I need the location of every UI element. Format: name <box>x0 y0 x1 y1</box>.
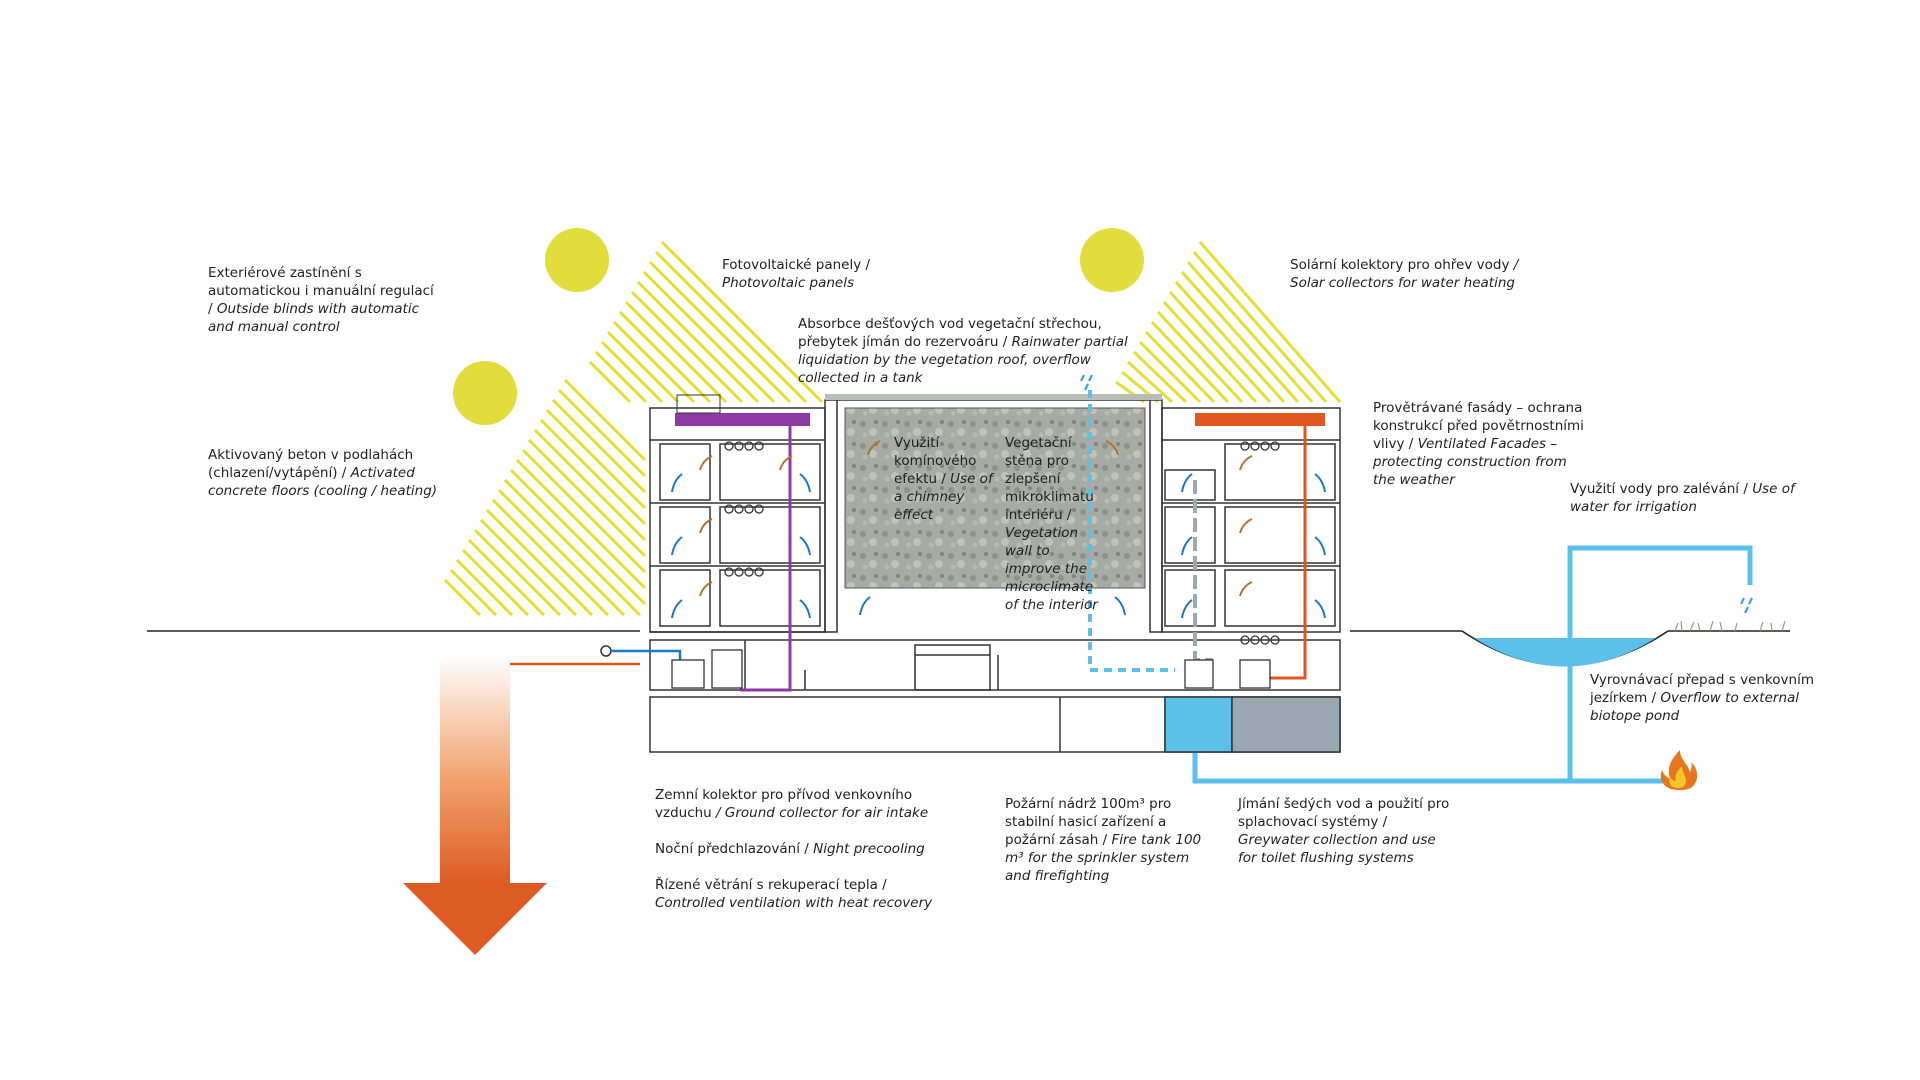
label-en: Rainwater partial liquidation by the veg… <box>798 334 1128 386</box>
label-en: Overflow to external biotope pond <box>1590 690 1800 724</box>
label-greywater: Jímání šedých vod a použití pro splachov… <box>1238 795 1453 867</box>
label-en: Photovoltaic panels <box>722 275 855 291</box>
hot-water-pipe <box>1270 426 1307 680</box>
green-roof <box>825 394 1162 400</box>
label-en: Greywater collection and use for toilet … <box>1238 832 1436 866</box>
heat-down-arrow-icon <box>403 655 547 955</box>
pump-box <box>1239 659 1271 689</box>
label-overflow-pond: Vyrovnávací přepad s venkovním jezírkem … <box>1590 671 1814 725</box>
rain-drops-icon <box>1080 374 1753 614</box>
label-cz: Využití vody pro zalévání / <box>1570 481 1748 497</box>
air-flow-arrows <box>671 440 1326 619</box>
label-solar-collectors: Solární kolektory pro ohřev vody / Solar… <box>1290 256 1520 292</box>
label-activated-concrete: Aktivovaný beton v podlahách (chlazení/v… <box>208 446 438 500</box>
solar-collector-panel <box>1195 413 1325 426</box>
label-cz: Jímání šedých vod a použití pro splachov… <box>1238 796 1450 830</box>
label-cz: Solární kolektory pro ohřev vody <box>1290 257 1510 273</box>
label-en: Ventilated Facades – protecting construc… <box>1373 436 1567 488</box>
greywater-tank <box>1231 696 1341 753</box>
label-cz: Zemní kolektor pro přívod venkovního vzd… <box>655 787 913 821</box>
label-photovoltaic: Fotovoltaické panely / Photovoltaic pane… <box>722 256 922 292</box>
label-vegetation-wall: Vegetační stěna pro zlepšení mikroklimat… <box>1005 434 1109 614</box>
grass-icon <box>1674 620 1786 632</box>
sun-icon <box>545 228 609 292</box>
label-en: / Solar collectors for water heating <box>1290 257 1519 291</box>
biotope-pond <box>1474 638 1656 667</box>
fire-icon <box>1660 750 1698 790</box>
label-cz: Vegetační stěna pro zlepšení mikroklimat… <box>1005 435 1094 523</box>
photovoltaic-panel <box>675 413 810 426</box>
pv-cable <box>740 426 792 692</box>
label-night-precooling: Noční předchlazování / Night precooling <box>655 840 957 858</box>
label-cz: Noční předchlazování / <box>655 841 809 857</box>
label-cz: Provětrávané fasády – ochrana konstrukcí… <box>1373 400 1584 452</box>
label-cz: Exteriérové zastínění s automatickou i m… <box>208 265 434 317</box>
label-cz: Aktivovaný beton v podlahách (chlazení/v… <box>208 447 414 481</box>
label-cz: Vyrovnávací přepad s venkovním jezírkem … <box>1590 672 1814 706</box>
label-fire-tank: Požární nádrž 100m³ pro stabilní hasicí … <box>1005 795 1210 885</box>
label-en: Use of water for irrigation <box>1570 481 1795 515</box>
label-en: Night precooling <box>813 841 925 857</box>
label-en: / Ground collector for air intake <box>716 805 929 821</box>
pump-box <box>1184 659 1214 689</box>
label-ground-collector: Zemní kolektor pro přívod venkovního vzd… <box>655 786 957 822</box>
label-cz: Využití komínového efektu / <box>894 435 977 487</box>
label-cz: Požární nádrž 100m³ pro stabilní hasicí … <box>1005 796 1172 848</box>
irrigation-pipe <box>1192 545 1753 784</box>
fire-tank <box>1164 696 1233 753</box>
sun-rays-right <box>1115 241 1342 404</box>
sun-icon <box>1080 228 1144 292</box>
label-controlled-ventilation: Řízené větrání s rekuperací tepla / Cont… <box>655 876 957 912</box>
sun-icon <box>453 361 517 425</box>
heat-recovery-coils <box>724 441 1280 645</box>
air-intake-icon <box>600 645 612 657</box>
label-ventilated-facades: Provětrávané fasády – ochrana konstrukcí… <box>1373 399 1591 489</box>
label-en: Vegetation wall to improve the microclim… <box>1005 525 1098 613</box>
label-cz: Absorbce dešťových vod vegetační střecho… <box>798 316 1102 350</box>
rainwater-pipe <box>1088 390 1175 672</box>
label-en: Controlled ventilation with heat recover… <box>655 895 933 911</box>
label-irrigation: Využití vody pro zalévání / Use of water… <box>1570 480 1802 516</box>
label-en: Fire tank 100 m³ for the sprinkler syste… <box>1005 832 1202 884</box>
label-cz: Fotovoltaické panely / <box>722 257 871 273</box>
ventilation-unit <box>711 649 743 689</box>
pv-frame <box>676 394 721 414</box>
label-en: Use of a chimney effect <box>894 471 993 523</box>
label-en: Outside blinds with automatic and manual… <box>208 301 420 335</box>
label-outside-blinds: Exteriérové zastínění s automatickou i m… <box>208 264 438 336</box>
label-en: Activated concrete floors (cooling / hea… <box>208 465 438 499</box>
sun-rays-left-lower <box>443 378 647 617</box>
label-chimney-effect: Využití komínového efektu / Use of a chi… <box>894 434 994 524</box>
ventilation-unit <box>671 659 705 689</box>
sun-rays-left-upper <box>588 240 824 404</box>
label-cz: Řízené větrání s rekuperací tepla / <box>655 877 887 893</box>
label-rainwater: Absorbce dešťových vod vegetační střecho… <box>798 315 1150 387</box>
vegetation-wall <box>844 407 1146 589</box>
